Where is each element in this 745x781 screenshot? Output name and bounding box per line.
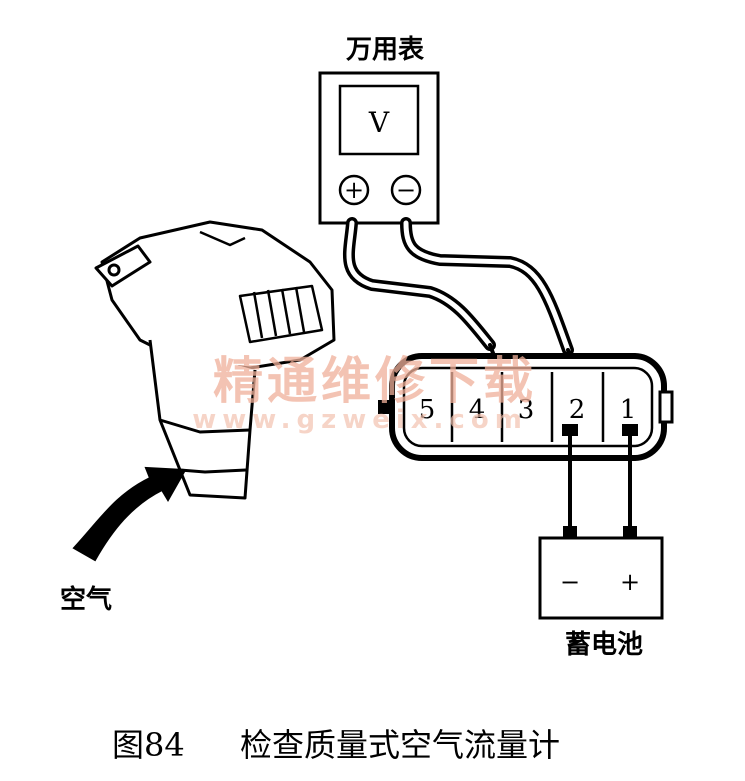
multimeter: 万用表 V + − bbox=[318, 35, 440, 225]
multimeter-display-value: V bbox=[368, 106, 390, 139]
figure-number: 图84 bbox=[112, 726, 185, 764]
battery-body bbox=[538, 536, 664, 620]
watermark-url: www.gzweix.com bbox=[192, 405, 528, 435]
pin-label-1: 1 bbox=[620, 395, 637, 425]
multimeter-plus-terminal bbox=[338, 174, 370, 206]
pin-label-4: 4 bbox=[469, 395, 486, 425]
multimeter-title: 万用表 bbox=[346, 35, 425, 65]
battery: − + 蓄电池 bbox=[538, 536, 664, 660]
air-flow-meter-sensor bbox=[94, 220, 336, 500]
pin-label-3: 3 bbox=[518, 395, 535, 425]
multimeter-display bbox=[338, 84, 420, 156]
air-flow-arrow: 空气 bbox=[60, 466, 187, 615]
connector-inner-frame bbox=[402, 366, 654, 448]
connector-latch bbox=[658, 390, 674, 424]
figure-title: 检查质量式空气流量计 bbox=[240, 726, 560, 764]
connector-key bbox=[378, 400, 392, 414]
airflow-arrow-icon bbox=[72, 466, 187, 562]
battery-label: 蓄电池 bbox=[565, 630, 643, 660]
multimeter-minus-symbol: − bbox=[396, 176, 416, 204]
sensor-mount-flange bbox=[94, 244, 152, 288]
pin-label-5: 5 bbox=[419, 395, 436, 425]
multimeter-plus-symbol: + bbox=[344, 176, 364, 204]
pin-dividers bbox=[450, 372, 605, 442]
connector: 5 4 3 2 1 bbox=[378, 353, 674, 461]
air-label: 空气 bbox=[60, 584, 112, 615]
figure-caption: 图84 检查质量式空气流量计 bbox=[112, 726, 560, 764]
multimeter-minus-terminal bbox=[390, 174, 422, 206]
battery-plus-symbol: + bbox=[620, 568, 640, 596]
watermark: 精通维修下载 www.gzweix.com bbox=[192, 352, 537, 435]
battery-wires bbox=[562, 424, 638, 538]
test-leads bbox=[342, 217, 577, 380]
sensor-connector-fins bbox=[238, 284, 324, 344]
pin-label-2: 2 bbox=[569, 395, 586, 425]
watermark-text-cn: 精通维修下载 bbox=[213, 352, 537, 410]
battery-minus-symbol: − bbox=[560, 568, 580, 596]
